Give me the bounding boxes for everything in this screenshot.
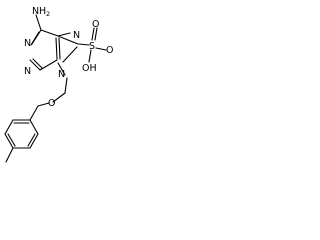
sulfur-label: S (89, 41, 95, 52)
amine-subscript-label: 2 (46, 10, 50, 18)
ring-n7-label: N (73, 30, 80, 41)
ring-n3-label: N (24, 66, 31, 77)
ether-o-label: O (48, 98, 55, 109)
hydroxyl-label: OH (82, 63, 97, 74)
amine-n-label: N (32, 6, 39, 17)
chemical-structure: N H 2 N N N N S O O OH O (4, 6, 113, 163)
sulfonyl-o-top-label: O (92, 19, 99, 30)
ring-n1-label: N (24, 38, 31, 49)
sulfonyl-o-right-label: O (106, 45, 113, 56)
amine-h-label: H (39, 6, 46, 17)
ring-n9-label: N (58, 69, 65, 80)
bonds (4, 14, 107, 163)
